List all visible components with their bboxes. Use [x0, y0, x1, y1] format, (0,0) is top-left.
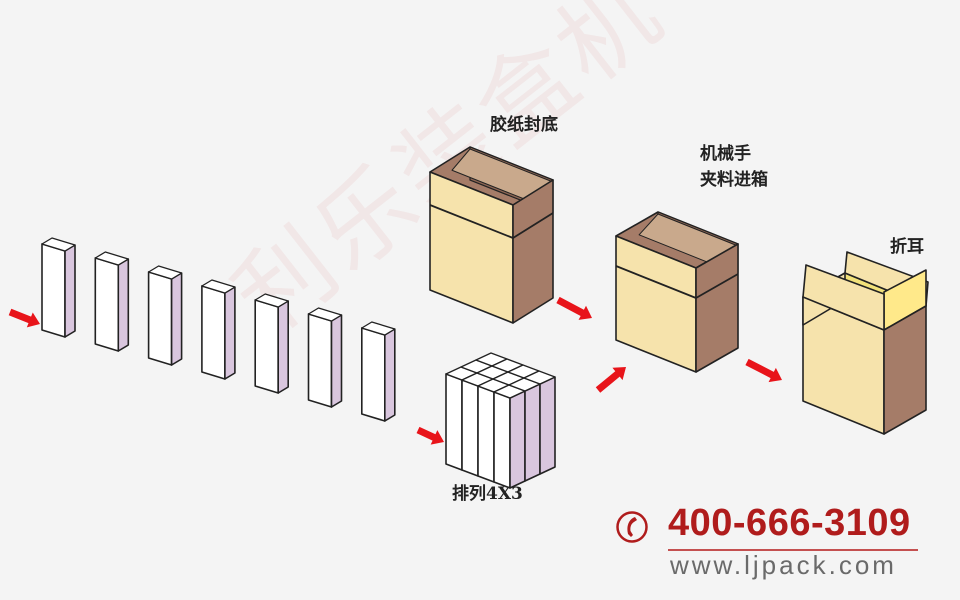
box-fold-ears-front-flap — [802, 264, 885, 331]
carton-3-side — [170, 272, 183, 366]
carton-6-front — [307, 313, 333, 408]
carton-4-side — [224, 286, 236, 380]
box-tape-bottom-band — [512, 212, 554, 239]
carton-3-top — [147, 265, 183, 280]
arrow-icon — [8, 308, 40, 328]
box-tape-bottom-band — [429, 204, 514, 239]
carton-7-top — [361, 321, 396, 336]
carton-7-side — [383, 328, 396, 422]
box-robot-fill-side — [695, 243, 739, 373]
carton-stack-front — [461, 379, 479, 477]
phone-number: 400-666-3109 — [668, 502, 911, 544]
carton-3-front — [147, 271, 173, 366]
carton-1-front — [41, 243, 66, 338]
carton-stack-front — [477, 385, 495, 483]
label-robot-line2: 夹料进箱 — [700, 170, 768, 190]
carton-4-front — [201, 285, 226, 380]
box-tape-bottom-side — [512, 179, 554, 324]
carton-6-top — [307, 307, 343, 322]
label-tape-bottom: 胶纸封底 — [490, 115, 558, 135]
arrow-icon — [595, 367, 626, 393]
box-robot-fill-band — [695, 273, 739, 299]
carton-5-top — [254, 293, 289, 308]
carton-7-front — [360, 327, 386, 422]
carton-1-top — [41, 237, 76, 252]
label-arrange: 排列4X3 — [452, 484, 523, 504]
label-fold-ears: 折耳 — [890, 237, 924, 257]
carton-stack-side — [524, 383, 541, 482]
carton-2-front — [94, 257, 120, 352]
carton-2-top — [94, 251, 129, 266]
phone-icon — [616, 511, 648, 543]
carton-2-side — [117, 258, 130, 352]
label-robot-line1: 机械手 — [700, 144, 751, 164]
arrow-icon — [416, 426, 444, 445]
carton-1-side — [64, 244, 76, 338]
carton-stack-front — [493, 391, 511, 489]
carton-4-top — [201, 279, 236, 294]
carton-stack-side — [539, 376, 556, 475]
website: www.ljpack.com — [670, 550, 897, 580]
carton-stack-front — [445, 373, 463, 471]
divider — [668, 549, 918, 551]
box-fold-ears-side — [883, 305, 927, 435]
carton-stack-top — [523, 370, 556, 385]
carton-stack-side — [509, 390, 526, 489]
box-robot-fill-band — [615, 265, 697, 299]
carton-5-front — [254, 299, 280, 394]
arrow-icon — [745, 358, 782, 383]
carton-6-side — [330, 314, 343, 408]
arrow-icon — [556, 296, 592, 320]
carton-5-side — [277, 300, 290, 394]
